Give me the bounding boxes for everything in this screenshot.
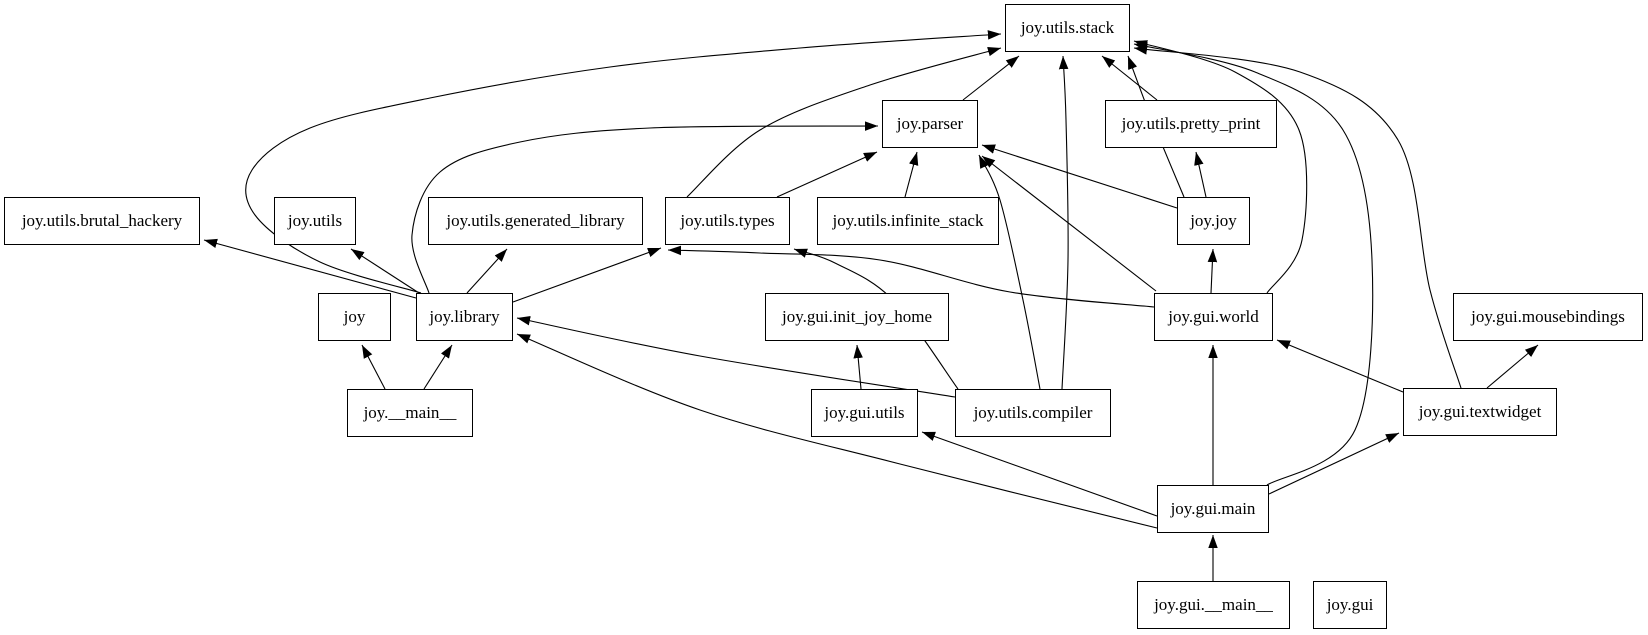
node-label-utils: joy.utils <box>287 211 343 230</box>
node-label-world: joy.gui.world <box>1168 307 1259 326</box>
edge-types-to-stack <box>686 46 1002 198</box>
node-label-compiler: joy.utils.compiler <box>973 403 1093 422</box>
node-gui_main_dunder: joy.gui.__main__ <box>1137 581 1290 629</box>
edge-compiler-to-stack <box>1058 55 1069 390</box>
edge-compiler-to-library <box>516 315 956 398</box>
edge-joy_joy-to-pretty_print <box>1194 151 1207 198</box>
edge-gui_utils-to-init_joy_home <box>853 344 863 390</box>
edge-pretty_print-to-stack <box>1101 55 1158 101</box>
node-label-types: joy.utils.types <box>680 211 775 230</box>
node-label-gui_utils: joy.gui.utils <box>824 403 905 422</box>
node-types: joy.utils.types <box>665 197 790 245</box>
edge-main_dunder-to-joy <box>361 344 386 390</box>
edge-infinite_stack-to-parser <box>904 151 919 198</box>
node-gui_utils: joy.gui.utils <box>811 389 918 437</box>
edge-parser-to-stack <box>962 55 1020 101</box>
edge-world-to-parser <box>981 155 1157 292</box>
node-label-mousebindings: joy.gui.mousebindings <box>1471 307 1625 326</box>
node-label-infinite_stack: joy.utils.infinite_stack <box>832 211 984 230</box>
node-world: joy.gui.world <box>1154 293 1273 341</box>
edge-world-to-types <box>667 245 1155 308</box>
edge-library-to-brutal_hackery <box>203 238 417 299</box>
node-label-init_joy_home: joy.gui.init_joy_home <box>781 307 932 326</box>
edge-gui_main-to-gui_utils <box>921 431 1158 517</box>
node-infinite_stack: joy.utils.infinite_stack <box>817 197 999 245</box>
edge-compiler-to-parser <box>978 154 1041 390</box>
node-label-brutal_hackery: joy.utils.brutal_hackery <box>21 211 183 230</box>
node-gui_main: joy.gui.main <box>1157 485 1269 533</box>
edge-gui_main-to-library <box>516 333 1158 529</box>
node-label-parser: joy.parser <box>896 114 964 133</box>
node-textwidget: joy.gui.textwidget <box>1403 388 1557 436</box>
edge-compiler-to-types <box>793 248 959 390</box>
node-label-gui_main_dunder: joy.gui.__main__ <box>1154 595 1273 614</box>
edge-gui_main-to-textwidget <box>1268 432 1400 495</box>
node-compiler: joy.utils.compiler <box>955 389 1111 437</box>
edge-library-to-utils <box>350 248 420 294</box>
node-label-textwidget: joy.gui.textwidget <box>1418 402 1542 421</box>
edge-library-to-types <box>512 247 662 303</box>
node-label-main_dunder: joy.__main__ <box>363 403 457 422</box>
node-init_joy_home: joy.gui.init_joy_home <box>765 293 949 341</box>
edge-main_dunder-to-library <box>423 344 453 390</box>
node-library: joy.library <box>416 293 513 341</box>
edge-world-to-stack <box>1133 40 1308 294</box>
node-label-generated_library: joy.utils.generated_library <box>446 211 625 230</box>
node-stack: joy.utils.stack <box>1005 4 1130 52</box>
edge-joy_joy-to-parser <box>981 144 1178 209</box>
node-label-joy_joy: joy.joy <box>1190 211 1237 230</box>
edge-textwidget-to-stack <box>1133 45 1462 389</box>
edge-gui_main-to-stack <box>1133 42 1374 486</box>
edge-textwidget-to-mousebindings <box>1486 344 1539 389</box>
edge-types-to-parser <box>776 151 878 198</box>
edge-library-to-parser <box>411 121 879 294</box>
node-utils: joy.utils <box>274 197 356 245</box>
edge-library-to-generated_library <box>466 248 508 294</box>
node-label-joy: joy <box>343 307 366 326</box>
node-label-library: joy.library <box>429 307 500 326</box>
node-pretty_print: joy.utils.pretty_print <box>1105 100 1277 148</box>
node-joy_joy: joy.joy <box>1177 197 1250 245</box>
node-main_dunder: joy.__main__ <box>347 389 473 437</box>
edge-textwidget-to-world <box>1276 339 1404 393</box>
node-gui: joy.gui <box>1313 581 1387 629</box>
node-generated_library: joy.utils.generated_library <box>428 197 643 245</box>
node-parser: joy.parser <box>882 100 978 148</box>
node-label-pretty_print: joy.utils.pretty_print <box>1121 114 1261 133</box>
node-mousebindings: joy.gui.mousebindings <box>1453 293 1643 341</box>
node-label-gui_main: joy.gui.main <box>1170 499 1256 518</box>
node-joy: joy <box>318 293 391 341</box>
node-brutal_hackery: joy.utils.brutal_hackery <box>4 197 200 245</box>
node-label-gui: joy.gui <box>1326 595 1374 614</box>
edge-world-to-joy_joy <box>1207 248 1218 294</box>
node-label-stack: joy.utils.stack <box>1020 18 1115 37</box>
